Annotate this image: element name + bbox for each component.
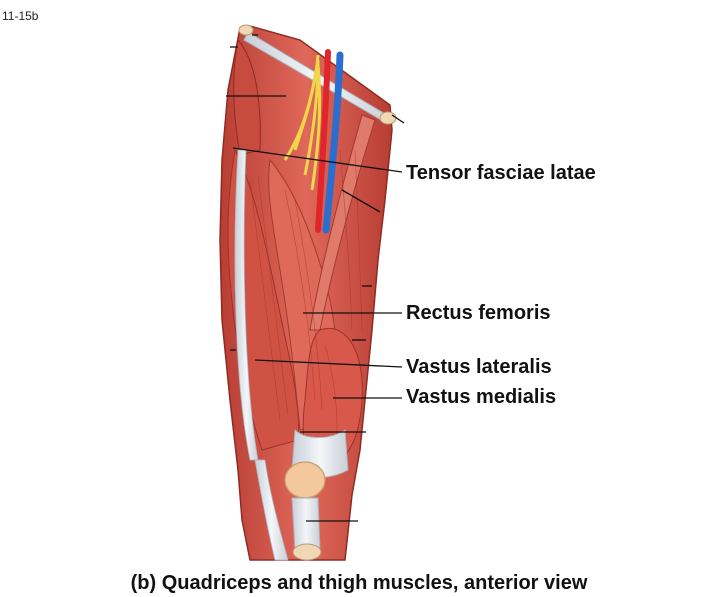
leader-lines xyxy=(226,34,405,522)
label-vastus-medialis: Vastus medialis xyxy=(406,386,557,408)
femoral-nerve xyxy=(283,54,322,191)
leader-line-vastus-lateralis xyxy=(254,359,403,368)
leader-line-tensor xyxy=(232,147,403,173)
iliac-spine xyxy=(238,24,254,36)
tensor-fasciae-latae-muscle xyxy=(233,38,261,156)
femoral-artery xyxy=(315,49,331,233)
knee-retinaculum xyxy=(254,459,289,561)
sartorius-muscle xyxy=(309,114,376,331)
patella xyxy=(284,461,326,499)
pubic-tubercle xyxy=(379,111,397,125)
tibial-tuberosity xyxy=(292,543,322,561)
figure-caption: (b) Quadriceps and thigh muscles, anteri… xyxy=(130,572,588,594)
label-tensor-fasciae-latae: Tensor fasciae latae xyxy=(406,162,596,184)
femoral-vein xyxy=(322,51,344,234)
figure-id: 11-15b xyxy=(2,9,39,23)
label-rectus-femoris: Rectus femoris xyxy=(406,302,551,324)
patellar-ligament xyxy=(291,497,321,551)
label-vastus-lateralis: Vastus lateralis xyxy=(406,356,552,378)
